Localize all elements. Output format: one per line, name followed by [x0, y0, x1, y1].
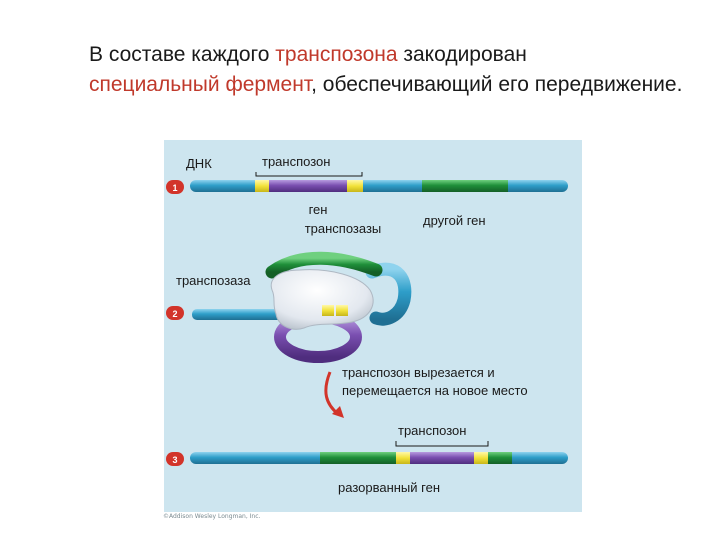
step-marker-1: [166, 180, 184, 194]
page-heading: В составе каждого транспозона закодирова…: [89, 40, 689, 100]
step-marker-2: [166, 306, 184, 320]
insertion-sequence-right: [347, 180, 363, 192]
dna-strand-3: [190, 452, 568, 464]
movement-arrow-head: [332, 406, 344, 418]
insertion-sequence-left: [322, 305, 334, 316]
heading-text: закодирован: [397, 43, 527, 66]
inserted-transposon: [410, 452, 474, 464]
diagram-panel: [164, 140, 582, 512]
heading-accent-enzyme: специальный фермент: [89, 73, 312, 96]
transposon-bracket-3: [395, 441, 489, 447]
broken-gene-label: разорванный ген: [338, 480, 440, 495]
transposon-bracket: [255, 172, 363, 177]
dna-strand-1: [190, 180, 568, 192]
insertion-sequence-left: [396, 452, 410, 464]
step-marker-3: [166, 452, 184, 466]
enzyme-label: транспозаза: [176, 273, 251, 288]
insertion-sequence-right: [336, 305, 348, 316]
dna-strand-2: [192, 309, 302, 320]
insertion-sequence-left: [255, 180, 269, 192]
move-label-line1: транспозон вырезается и: [342, 365, 495, 380]
figure-credit: ©Addison Wesley Longman, Inc.: [163, 513, 261, 520]
heading-text: В составе каждого: [89, 43, 276, 66]
other-gene-label: другой ген: [423, 213, 486, 228]
gene-label-line2: транспозазы: [305, 221, 382, 236]
dna-loop-blue: [365, 262, 412, 326]
step-number-3: 3: [172, 455, 177, 465]
transposon-label-3: транспозон: [398, 423, 466, 438]
other-gene: [422, 180, 508, 192]
gene-label-line1: ген: [309, 202, 328, 217]
heading-text: , обеспечивающий его передвижение.: [311, 73, 683, 96]
step-number-1: 1: [172, 183, 177, 193]
dna-segment: [190, 180, 568, 192]
step-3: 3 транспозон разорванный ген: [166, 423, 568, 495]
heading-accent-transposon: транспозона: [275, 43, 398, 66]
transposase-gene: [269, 180, 347, 192]
broken-gene-left: [320, 452, 396, 464]
dna-label: ДНК: [186, 156, 212, 171]
step-2: 2 транспозаза транспозон вырезается и пе…: [166, 251, 528, 418]
step-number-2: 2: [172, 309, 177, 319]
dna-loop-green: [265, 251, 383, 279]
movement-arrow: [324, 371, 339, 416]
insertion-sequence-right: [474, 452, 488, 464]
move-label-line2: перемещается на новое место: [342, 383, 528, 398]
transposase-enzyme: [270, 269, 374, 330]
broken-gene-right: [488, 452, 512, 464]
transposon-label-1: транспозон: [262, 154, 330, 169]
step-1: 1 ДНК транспозон ген транспозазы другой …: [166, 154, 568, 236]
